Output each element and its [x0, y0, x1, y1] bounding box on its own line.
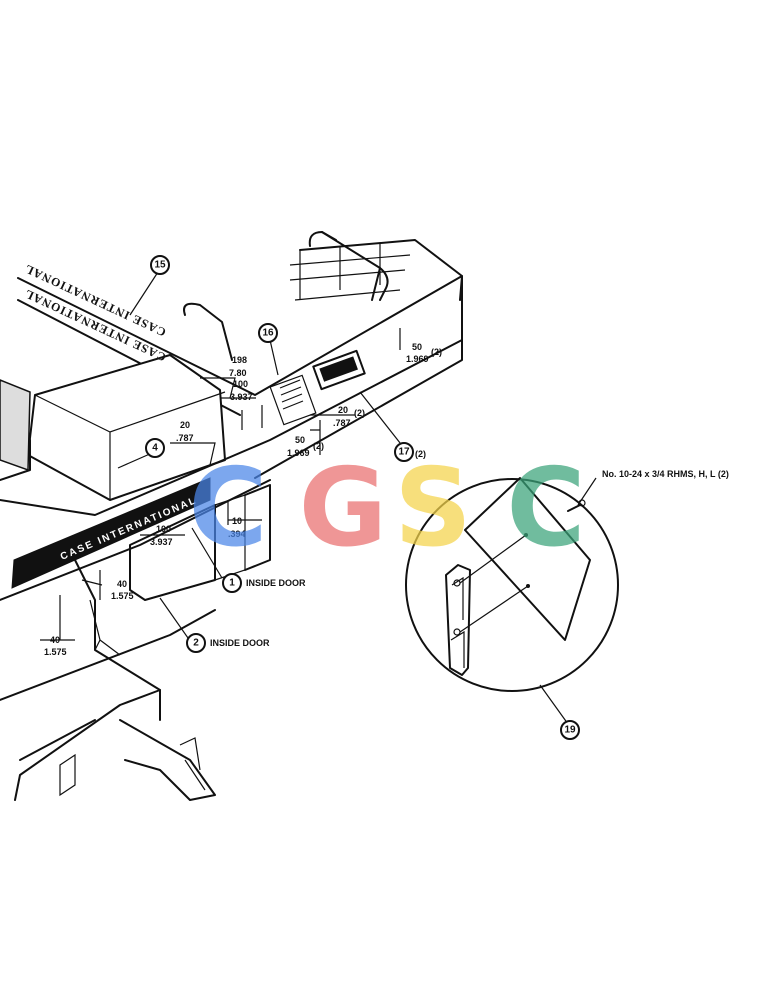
callout-16: 16: [258, 323, 278, 343]
watermark-letter: C: [506, 446, 585, 571]
dim-50a-in: 1.969: [406, 354, 429, 364]
callout-19: 19: [560, 720, 580, 740]
callout-17-qty: (2): [415, 449, 426, 459]
callout-2-note: INSIDE DOOR: [210, 638, 270, 648]
callout-19-number: 19: [564, 725, 576, 736]
dim-40a-mm: 40: [117, 579, 127, 589]
dim-198-mm: 198: [232, 355, 247, 365]
dim-20a-mm: 20: [180, 420, 190, 430]
detail-view-bracket: [405, 477, 619, 692]
callout-2: 2 INSIDE DOOR: [186, 633, 270, 653]
case-international-side-decal: CASE INTERNATIONAL: [59, 495, 199, 563]
dim-10-mm: 10: [232, 516, 242, 526]
dim-20b-mm: 20: [338, 405, 348, 415]
svg-text:CASE INTERNATIONAL: CASE INTERNATIONAL: [59, 495, 199, 563]
dim-50a-qty: (2): [431, 347, 442, 357]
dim-198-in: 7.80: [229, 368, 247, 378]
dim-10-in: .394: [228, 529, 246, 539]
watermark-letter: C: [188, 446, 267, 571]
dim-20a-in: .787: [176, 433, 194, 443]
dim-20b-qty: (2): [354, 408, 365, 418]
dim-40b-mm: 40: [50, 635, 60, 645]
callout-2-number: 2: [193, 638, 199, 649]
dim-100a-mm: 100: [233, 379, 248, 389]
dim-50b-qty: (2): [313, 441, 324, 451]
callout-17: 17 (2): [394, 442, 426, 462]
callout-1-note: INSIDE DOOR: [246, 578, 306, 588]
callout-16-number: 16: [262, 328, 274, 339]
dimension-leaders: [40, 271, 597, 725]
callout-1: 1 INSIDE DOOR: [222, 573, 306, 593]
dim-40b-in: 1.575: [44, 647, 67, 657]
dim-20b-in: .787: [333, 418, 351, 428]
hardware-note: No. 10-24 x 3/4 RHMS, H, L (2): [602, 469, 729, 479]
dim-50b-in: 1.969: [287, 448, 310, 458]
callout-4: 4: [145, 438, 165, 458]
dim-100b-in: 3.937: [150, 537, 173, 547]
watermark-letter: G: [299, 446, 388, 571]
callout-4-number: 4: [152, 443, 158, 454]
dim-50b-mm: 50: [295, 435, 305, 445]
dim-40a-in: 1.575: [111, 591, 134, 601]
callout-15: 15: [150, 255, 170, 275]
dimension-labels: 198 7.80 100 3.937 20 .787 50 1.969 (2) …: [44, 342, 442, 657]
dim-100b-mm: 100: [156, 524, 171, 534]
callout-17-number: 17: [398, 447, 410, 458]
callout-15-number: 15: [154, 260, 166, 271]
callout-1-number: 1: [229, 578, 235, 589]
dim-100a-in: 3.937: [230, 392, 253, 402]
watermark-letter: S: [394, 446, 472, 571]
dim-50a-mm: 50: [412, 342, 422, 352]
